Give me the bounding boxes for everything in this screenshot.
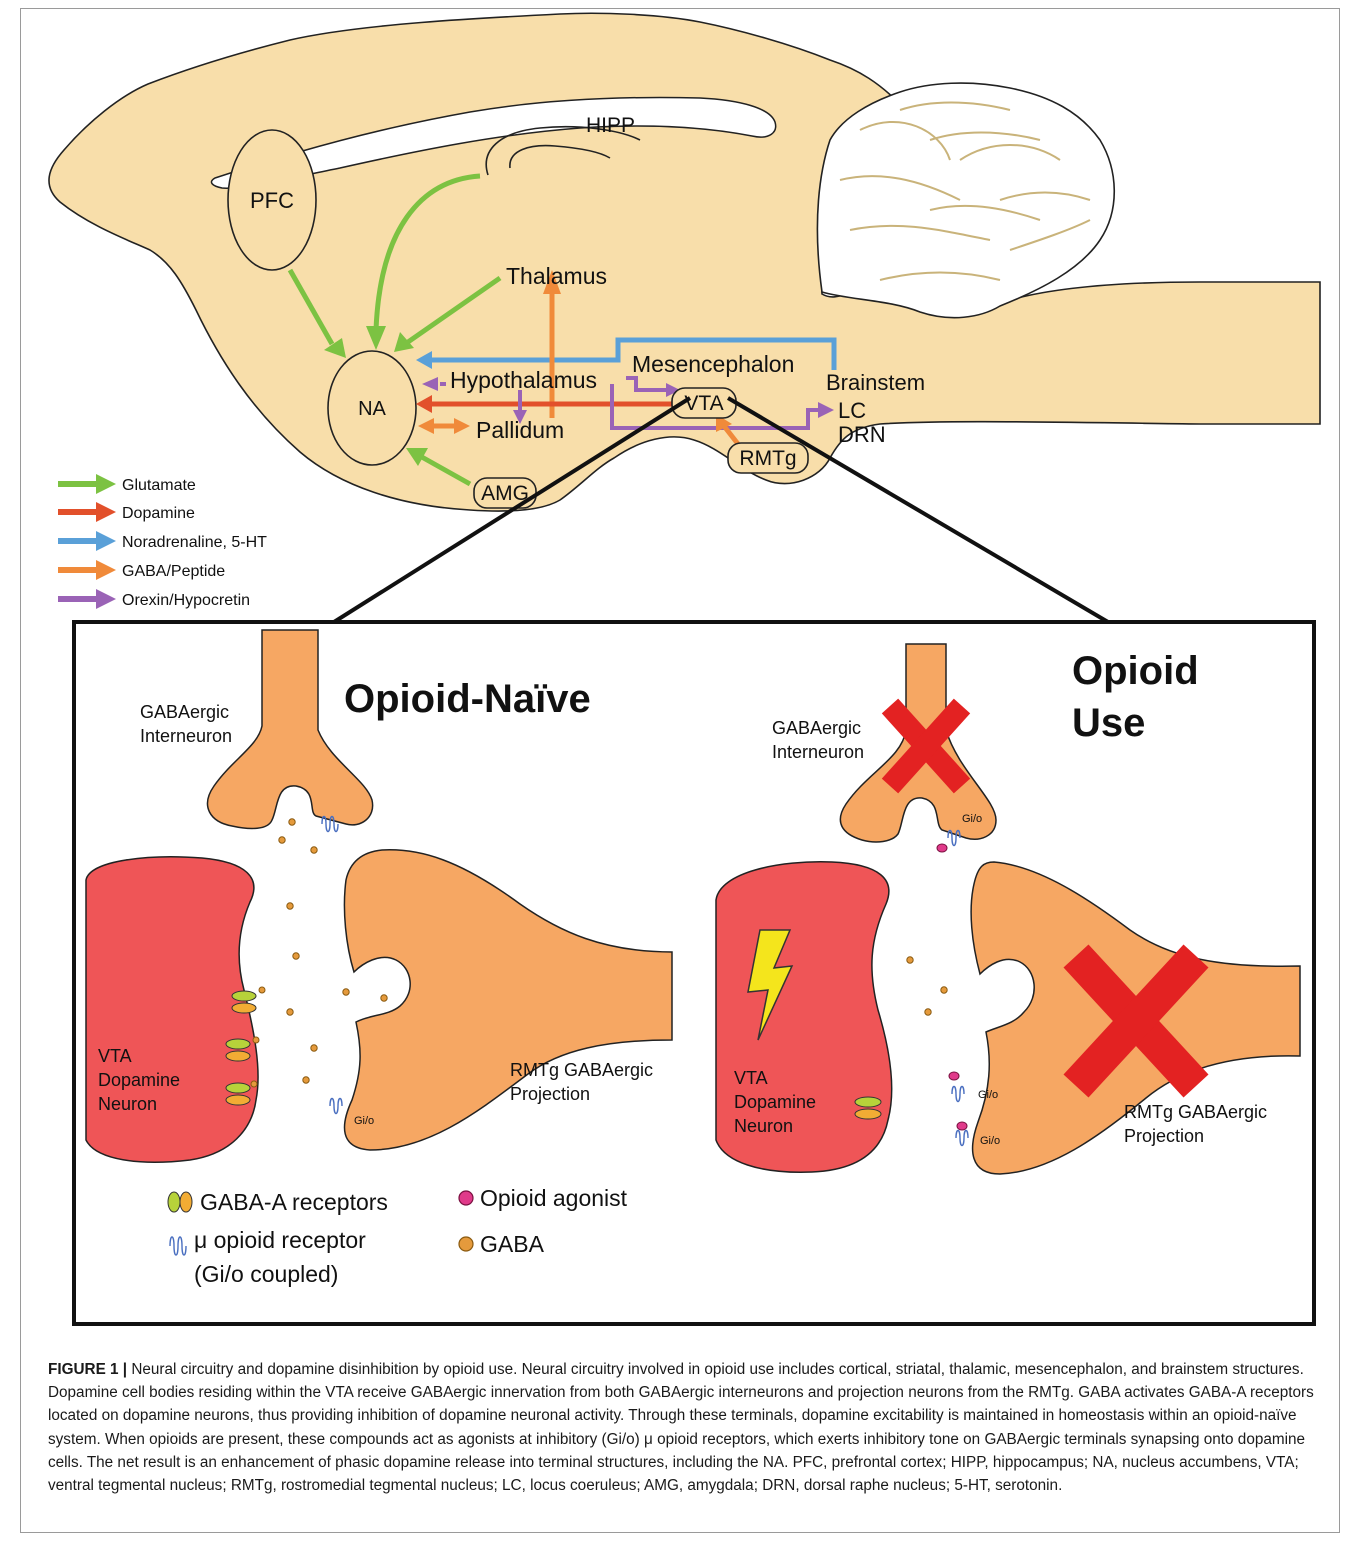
key-gaba-label: GABA (480, 1231, 545, 1257)
svg-text:GABA/Peptide: GABA/Peptide (122, 563, 225, 580)
hypothalamus-label: Hypothalamus (450, 367, 597, 393)
use-rmtg-label-2: Projection (1124, 1126, 1204, 1146)
naive-rmtg-label-1: RMTg GABAergic (510, 1060, 653, 1080)
mesencephalon-label: Mesencephalon (632, 351, 794, 377)
orange-arrow-icon (96, 560, 116, 580)
pfc-label: PFC (250, 188, 294, 213)
legend-item-glutamate: Glutamate (58, 474, 196, 494)
legend-item-gaba: GABA/Peptide (58, 560, 225, 580)
opioid-agonist-icon (459, 1191, 473, 1205)
use-gio-label-2: Gi/o (978, 1089, 998, 1101)
naive-title: Opioid-Naïve (344, 677, 591, 721)
use-vta-label-3: Neuron (734, 1116, 793, 1136)
svg-text:Dopamine: Dopamine (122, 505, 195, 522)
hipp-label: HIPP (586, 114, 635, 137)
figure-caption: FIGURE 1 | Neural circuitry and dopamine… (48, 1358, 1318, 1497)
brain-sagittal (49, 13, 1320, 511)
legend-item-dopamine: Dopamine (58, 502, 195, 522)
vta-label: VTA (684, 392, 723, 415)
use-vta-label-2: Dopamine (734, 1092, 816, 1112)
gabaa-receptor-icon (168, 1192, 180, 1212)
naive-vta-label-2: Dopamine (98, 1070, 180, 1090)
key-gabaa-label: GABA-A receptors (200, 1189, 388, 1215)
use-interneuron-label-2: Interneuron (772, 742, 864, 762)
key-mu-label-1: μ opioid receptor (194, 1227, 366, 1253)
svg-text:Orexin/Hypocretin: Orexin/Hypocretin (122, 592, 250, 609)
drn-label: DRN (838, 422, 886, 447)
use-interneuron-label-1: GABAergic (772, 718, 861, 738)
green-arrow-icon (96, 474, 116, 494)
figure-diagram: PFC HIPP NA Thalamus Mesencephalon Hypot… (0, 0, 1360, 1350)
naive-vta-label-3: Neuron (98, 1094, 157, 1114)
thalamus-label: Thalamus (506, 263, 607, 289)
pallidum-label: Pallidum (476, 417, 564, 443)
use-opioid-agonist-1 (937, 844, 947, 852)
svg-text:Glutamate: Glutamate (122, 477, 196, 494)
naive-vta-label-1: VTA (98, 1046, 132, 1066)
use-gio-label-1: Gi/o (962, 813, 982, 825)
legend-item-noradrenaline: Noradrenaline, 5-HT (58, 531, 267, 551)
use-vta-label-1: VTA (734, 1068, 768, 1088)
use-gio-label-3: Gi/o (980, 1135, 1000, 1147)
na-label: NA (358, 398, 386, 420)
legend: Glutamate Dopamine Noradrenaline, 5-HT G… (58, 474, 267, 609)
naive-interneuron-label-1: GABAergic (140, 702, 229, 722)
use-gabaa-receptor (855, 1097, 881, 1107)
svg-text:Noradrenaline, 5-HT: Noradrenaline, 5-HT (122, 534, 267, 551)
purple-arrow-icon (96, 589, 116, 609)
blue-arrow-icon (96, 531, 116, 551)
gaba-dot-icon (459, 1237, 473, 1251)
caption-label: FIGURE 1 | (48, 1361, 127, 1378)
use-title-1: Opioid (1072, 649, 1199, 693)
zoom-line-right (728, 398, 1108, 622)
naive-interneuron-label-2: Interneuron (140, 726, 232, 746)
key-agonist-label: Opioid agonist (480, 1185, 628, 1211)
rmtg-label: RMTg (739, 447, 796, 470)
lc-label: LC (838, 398, 866, 423)
brainstem-label: Brainstem (826, 370, 925, 395)
key-mu-label-2: (Gi/o coupled) (194, 1261, 338, 1287)
use-rmtg-label-1: RMTg GABAergic (1124, 1102, 1267, 1122)
caption-text: Neural circuitry and dopamine disinhibit… (48, 1361, 1314, 1494)
use-title-2: Use (1072, 701, 1145, 745)
naive-rmtg-label-2: Projection (510, 1084, 590, 1104)
red-arrow-icon (96, 502, 116, 522)
legend-item-orexin: Orexin/Hypocretin (58, 589, 250, 609)
naive-gio-label: Gi/o (354, 1115, 374, 1127)
